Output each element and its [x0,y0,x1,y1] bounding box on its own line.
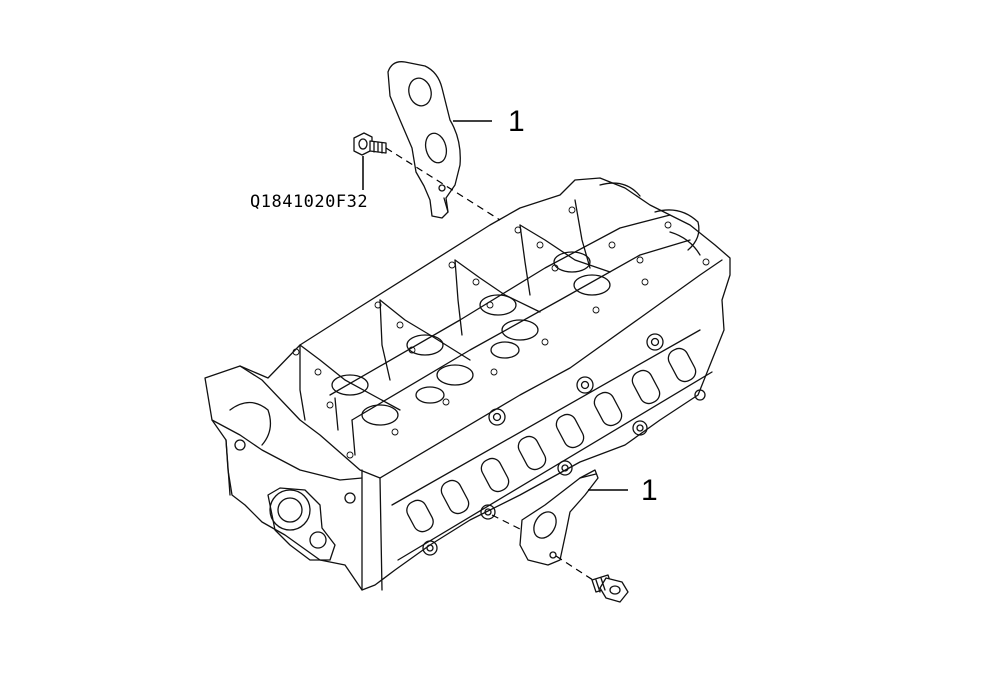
callout-lower-bracket: 1 [641,474,658,507]
part-number-bolt: Q1841020F32 [250,192,368,212]
upper-bracket [387,61,461,219]
lower-bracket [519,469,599,566]
assembly-line-upper [385,147,501,221]
upper-bolt [353,132,387,156]
assembly-line-lower [555,555,597,583]
callout-upper-bracket: 1 [508,105,525,138]
cylinder-head [204,177,731,591]
lower-bolt [591,574,629,603]
assembly-line-lower-2 [491,514,523,531]
